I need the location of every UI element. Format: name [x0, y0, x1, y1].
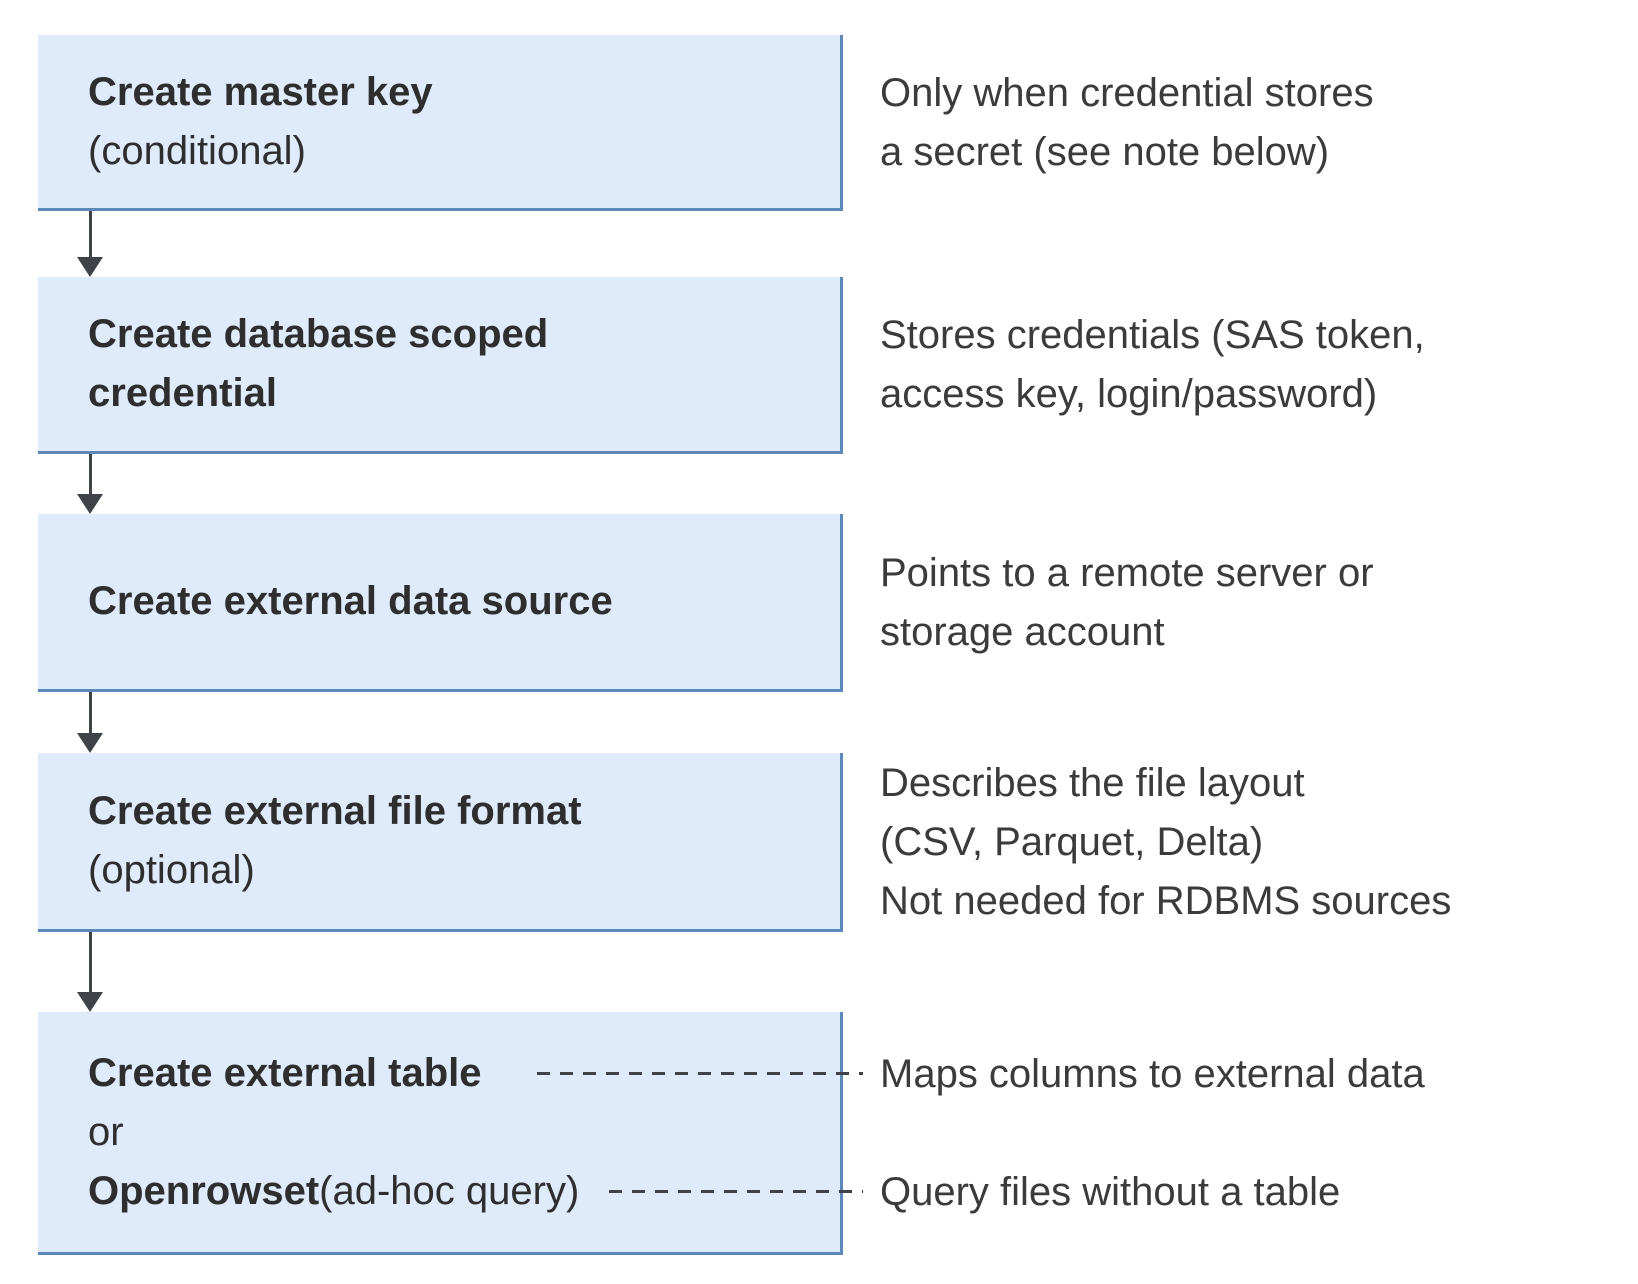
- description-external-table: Maps columns to external data: [880, 1045, 1425, 1104]
- step-note-text: (ad-hoc query): [319, 1168, 580, 1213]
- description-external-file-format: Describes the file layout (CSV, Parquet,…: [880, 754, 1451, 931]
- step-title-text: Create database scoped: [88, 312, 549, 356]
- description-line: a secret (see note below): [880, 130, 1330, 174]
- step-title-text: credential: [88, 371, 277, 415]
- arrow-down-icon: [77, 932, 103, 1012]
- step-box-create-database-scoped-credential: Create database scoped credential: [38, 277, 843, 454]
- arrow-down-icon: [77, 454, 103, 514]
- step-title-text: Create master key: [88, 69, 433, 114]
- description-line: storage account: [880, 610, 1165, 654]
- arrow-down-icon: [77, 692, 103, 753]
- step-box-create-external-file-format: Create external file format (optional): [38, 753, 843, 932]
- description-line: Maps columns to external data: [880, 1052, 1425, 1096]
- description-scoped-credential: Stores credentials (SAS token, access ke…: [880, 306, 1425, 424]
- step-title-text: Create external file format: [88, 789, 582, 833]
- arrow-head: [77, 494, 103, 514]
- step-title-text: Create external data source: [88, 579, 613, 623]
- step-title: Create database scoped: [88, 305, 548, 364]
- step-title-text: Create external table: [88, 1050, 482, 1095]
- arrow-down-icon: [77, 211, 103, 277]
- step-or-text: or: [88, 1103, 124, 1162]
- description-line: Stores credentials (SAS token,: [880, 313, 1425, 357]
- arrow-stem: [88, 211, 92, 261]
- description-line: (CSV, Parquet, Delta): [880, 820, 1264, 864]
- step-title: credential: [88, 364, 277, 423]
- step-note-text: (optional): [88, 848, 255, 892]
- step-title: Create external table: [88, 1044, 863, 1103]
- step-title: Create external data source: [88, 572, 613, 631]
- step-note: (conditional): [88, 122, 306, 181]
- step-title: Create master key: [88, 63, 433, 122]
- arrow-head: [77, 992, 103, 1012]
- step-note-text: (conditional): [88, 128, 306, 173]
- description-external-data-source: Points to a remote server or storage acc…: [880, 544, 1374, 662]
- step-or-label: or: [88, 1109, 124, 1154]
- description-line: Not needed for RDBMS sources: [880, 879, 1452, 923]
- step-box-create-external-table-or-openrowset: Create external table or Openrowset (ad-…: [38, 1012, 863, 1255]
- description-line: Describes the file layout: [880, 761, 1305, 805]
- step-title-text: Openrowset: [88, 1168, 320, 1213]
- step-title: Openrowset (ad-hoc query): [88, 1162, 863, 1221]
- arrow-stem: [88, 692, 92, 737]
- dashed-connector: [609, 1189, 863, 1193]
- step-title: Create external file format: [88, 782, 582, 841]
- arrow-stem: [88, 932, 92, 996]
- dashed-connector: [536, 1071, 863, 1075]
- arrow-stem: [88, 454, 92, 498]
- step-box-create-master-key: Create master key (conditional): [38, 35, 843, 211]
- description-line: Query files without a table: [880, 1170, 1341, 1214]
- description-master-key: Only when credential stores a secret (se…: [880, 64, 1374, 182]
- arrow-head: [77, 257, 103, 277]
- description-line: Only when credential stores: [880, 71, 1374, 115]
- description-line: access key, login/password): [880, 372, 1378, 416]
- description-line: Points to a remote server or: [880, 551, 1374, 595]
- step-note: (optional): [88, 841, 255, 900]
- arrow-head: [77, 733, 103, 753]
- step-box-create-external-data-source: Create external data source: [38, 514, 843, 692]
- description-openrowset: Query files without a table: [880, 1163, 1340, 1222]
